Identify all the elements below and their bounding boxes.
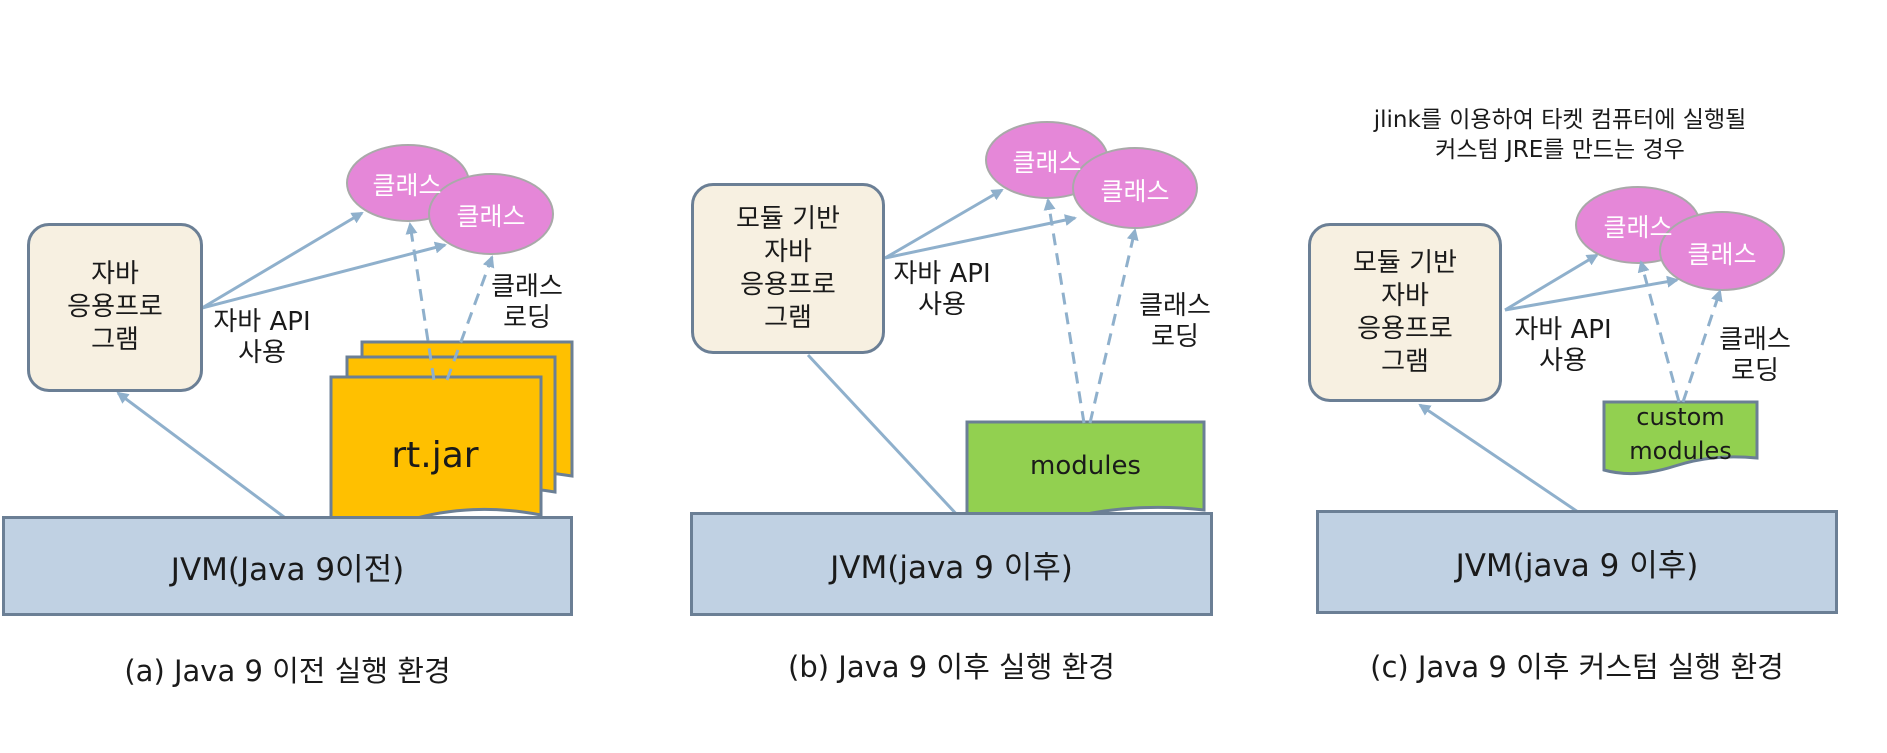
java-app-label-b: 모듈 기반 자바 응용프로 그램 bbox=[736, 203, 840, 333]
jvm-label-b: JVM(java 9 이후) bbox=[830, 549, 1073, 586]
panel-c-graphics bbox=[1418, 186, 1785, 514]
class-loading-label-b: 클래스 로딩 bbox=[1139, 291, 1211, 352]
custom-modules-label-c: custom modules bbox=[1629, 403, 1732, 465]
loading-arrow-b-2 bbox=[1088, 228, 1139, 424]
caption-b: (b) Java 9 이후 실행 환경 bbox=[788, 650, 1115, 684]
api-arrow-b-2 bbox=[884, 214, 1077, 260]
caption-a: (a) Java 9 이전 실행 환경 bbox=[124, 654, 451, 688]
class-label-c-1: 클래스 bbox=[1603, 213, 1673, 242]
jvm-box-c: JVM(java 9 이후) bbox=[1316, 510, 1838, 614]
class-loading-label-a: 클래스 로딩 bbox=[491, 272, 563, 333]
jvm-to-app-arrow-a bbox=[116, 391, 289, 522]
api-arrow-c-1 bbox=[1504, 253, 1599, 312]
app-to-modules-line-b bbox=[806, 353, 962, 520]
class-label-b-1: 클래스 bbox=[1012, 148, 1082, 177]
java-app-box-c: 모듈 기반 자바 응용프로 그램 bbox=[1308, 223, 1502, 402]
api-usage-label-c: 자바 API 사용 bbox=[1514, 315, 1612, 376]
jvm-box-a: JVM(Java 9이전) bbox=[2, 516, 573, 616]
loading-arrow-c-1 bbox=[1637, 260, 1681, 403]
java-app-box-b: 모듈 기반 자바 응용프로 그램 bbox=[691, 183, 885, 354]
panel-a-graphics bbox=[116, 144, 574, 537]
class-label-b-2: 클래스 bbox=[1100, 177, 1170, 206]
jlink-note: jlink를 이용하여 타켓 컴퓨터에 실행될 커스텀 JRE를 만드는 경우 bbox=[1373, 107, 1747, 163]
loading-arrow-a-1 bbox=[405, 222, 436, 381]
custom-modules-sheet-c bbox=[1602, 400, 1759, 475]
class-ellipse-a-2 bbox=[428, 173, 554, 255]
loading-arrow-a-2 bbox=[445, 255, 495, 381]
api-usage-label-b: 자바 API 사용 bbox=[893, 259, 991, 320]
api-arrow-a-2 bbox=[201, 241, 447, 310]
class-label-c-2: 클래스 bbox=[1687, 240, 1757, 269]
class-label-a-1: 클래스 bbox=[372, 171, 442, 200]
java-app-label-a: 자바 응용프로 그램 bbox=[67, 259, 163, 355]
jvm-box-b: JVM(java 9 이후) bbox=[690, 512, 1213, 616]
class-loading-label-c: 클래스 로딩 bbox=[1719, 325, 1791, 386]
api-arrow-b-1 bbox=[884, 188, 1004, 260]
api-usage-label-a: 자바 API 사용 bbox=[213, 307, 311, 368]
caption-c: (c) Java 9 이후 커스텀 실행 환경 bbox=[1370, 650, 1784, 684]
api-arrow-a-1 bbox=[201, 211, 364, 310]
modules-label-b: modules bbox=[1030, 451, 1141, 481]
java-app-box-a: 자바 응용프로 그램 bbox=[27, 223, 203, 392]
class-ellipse-b-2 bbox=[1072, 147, 1198, 229]
jvm-label-c: JVM(java 9 이후) bbox=[1455, 547, 1699, 584]
jvm-to-app-arrow-c bbox=[1418, 403, 1579, 514]
jvm-label-a: JVM(Java 9이전) bbox=[170, 551, 405, 588]
panel-b-graphics bbox=[806, 121, 1206, 530]
java-app-label-c: 모듈 기반 자바 응용프로 그램 bbox=[1353, 247, 1457, 377]
loading-arrow-b-1 bbox=[1043, 198, 1086, 424]
class-label-a-2: 클래스 bbox=[456, 202, 526, 231]
rt-jar-label: rt.jar bbox=[391, 435, 479, 476]
